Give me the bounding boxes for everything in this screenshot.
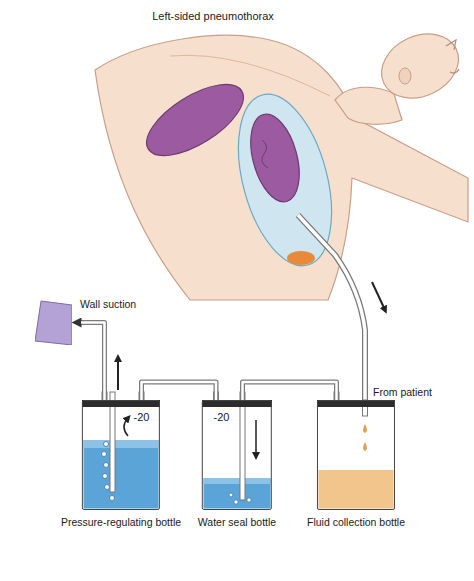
pressure-regulating-bottle-contents (82, 392, 160, 509)
bubble (103, 474, 108, 479)
chest-tube (298, 215, 365, 400)
water-seal-bottle-contents (202, 392, 272, 509)
tube-label: From patient (373, 386, 432, 399)
water-surface (84, 440, 159, 448)
bubble (229, 493, 233, 497)
label-wrap: From patient (373, 386, 432, 399)
bubble (104, 442, 109, 447)
ear (399, 68, 411, 84)
cap (82, 400, 160, 407)
cap (317, 400, 395, 407)
bottle-caption: Fluid collection bottle (307, 516, 405, 529)
wall-plate (35, 300, 72, 345)
collapsed-lung (242, 109, 308, 207)
bubble (234, 500, 238, 504)
bubble (102, 452, 107, 457)
bubble (104, 463, 109, 468)
wall-plate-shape (35, 301, 72, 345)
drainage-bottle: Fluid collection bottle (307, 400, 405, 529)
bottle-body (317, 400, 395, 510)
fluid-collection-bottle-contents (317, 392, 395, 509)
bubble (105, 485, 110, 490)
flow-arrow (124, 418, 128, 436)
tube-wall (243, 382, 337, 400)
bottle-body: -20 (82, 400, 160, 510)
patient (95, 22, 469, 300)
pleural-fluid (287, 251, 315, 265)
title: Left-sided pneumothorax (113, 10, 313, 23)
drainage-bottle: -20Pressure-regulating bottle (61, 400, 181, 529)
tube-connector (243, 382, 337, 400)
pressure-value: -20 (214, 411, 230, 424)
node-label: Wall suction (80, 298, 136, 311)
water-surface (204, 478, 271, 484)
flow-arrow (255, 420, 257, 456)
flow-arrow (372, 282, 385, 310)
water (84, 440, 159, 509)
chest-tube-inner (298, 215, 365, 400)
dip-tube (240, 392, 245, 500)
mouth (450, 69, 459, 73)
tube-lumen (81, 323, 104, 401)
wall-plate-outline (35, 300, 72, 345)
tube-lumen (141, 382, 216, 400)
bubble (247, 498, 251, 502)
tube-wall (81, 323, 104, 401)
tube-connector (141, 382, 216, 400)
tube-wall (141, 382, 216, 400)
drop (363, 442, 367, 451)
lung-fold (262, 140, 268, 168)
pressure-value: -20 (133, 411, 149, 424)
right-lung (136, 71, 255, 170)
drainage-bottle: -20Water seal bottle (198, 400, 276, 529)
tube-lumen (243, 382, 337, 400)
cap (202, 400, 272, 407)
wall-suction-outlet: Wall suction (35, 300, 136, 345)
drop (363, 424, 367, 433)
bottle-caption: Water seal bottle (198, 516, 276, 529)
title-wrap: Left-sided pneumothorax (113, 10, 313, 23)
flow-arrow (117, 358, 119, 390)
nose (446, 40, 456, 50)
head (371, 22, 469, 110)
clavicle (170, 55, 330, 96)
tube-connector (81, 323, 104, 401)
water (204, 478, 271, 509)
bottle-body: -20 (202, 400, 272, 510)
bubble (110, 496, 115, 501)
collected-fluid (319, 470, 394, 509)
bottle-caption: Pressure-regulating bottle (61, 516, 181, 529)
